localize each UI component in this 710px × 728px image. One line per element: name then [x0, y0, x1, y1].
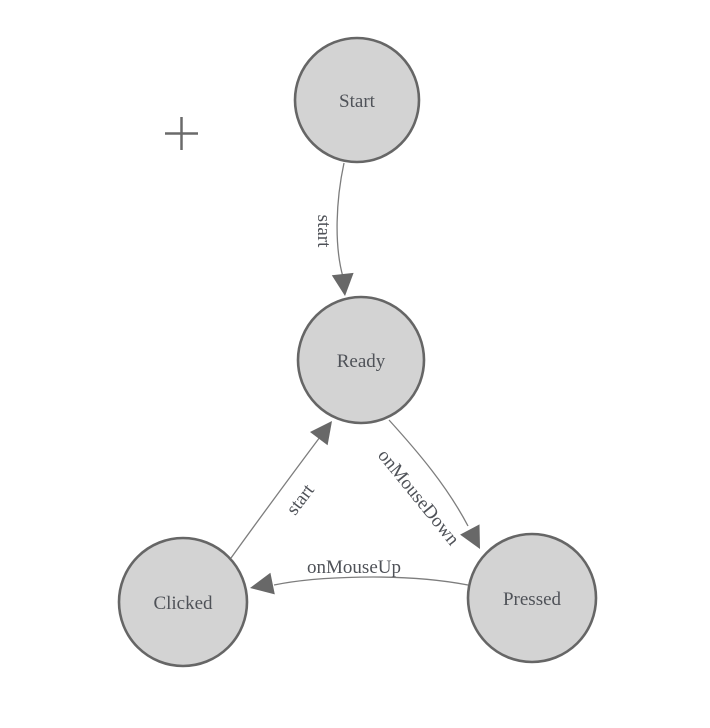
- arrowhead: [310, 421, 332, 446]
- node-circle: [296, 295, 426, 425]
- edge-line: [273, 576, 469, 586]
- node-label: Clicked: [153, 593, 213, 614]
- edge-label: onMouseDown: [373, 445, 463, 550]
- edge-line: [388, 419, 469, 527]
- node-label: Start: [339, 91, 376, 112]
- node-pressed[interactable]: Pressed: [466, 532, 598, 664]
- edge-ready-to-pressed[interactable]: onMouseDown: [373, 419, 480, 550]
- node-circle: [293, 36, 421, 164]
- edge-line: [230, 432, 324, 559]
- edge-start-to-ready[interactable]: start: [313, 162, 354, 296]
- edge-label: start: [313, 215, 334, 248]
- node-circle: [117, 536, 249, 668]
- edge-line: [336, 162, 345, 278]
- node-label: Ready: [337, 351, 386, 372]
- node-start[interactable]: Start: [293, 36, 421, 164]
- edge-pressed-to-clicked[interactable]: onMouseUp: [250, 557, 469, 595]
- crosshair-icon: [165, 117, 198, 150]
- edge-label: start: [282, 480, 319, 519]
- arrowhead: [460, 524, 480, 549]
- node-ready[interactable]: Ready: [296, 295, 426, 425]
- node-label: Pressed: [503, 589, 562, 610]
- arrowhead: [331, 272, 354, 296]
- edge-clicked-to-ready[interactable]: start: [230, 421, 332, 559]
- node-circle: [466, 532, 598, 664]
- arrowhead: [250, 572, 275, 595]
- node-clicked[interactable]: Clicked: [117, 536, 249, 668]
- edge-label: onMouseUp: [307, 557, 401, 578]
